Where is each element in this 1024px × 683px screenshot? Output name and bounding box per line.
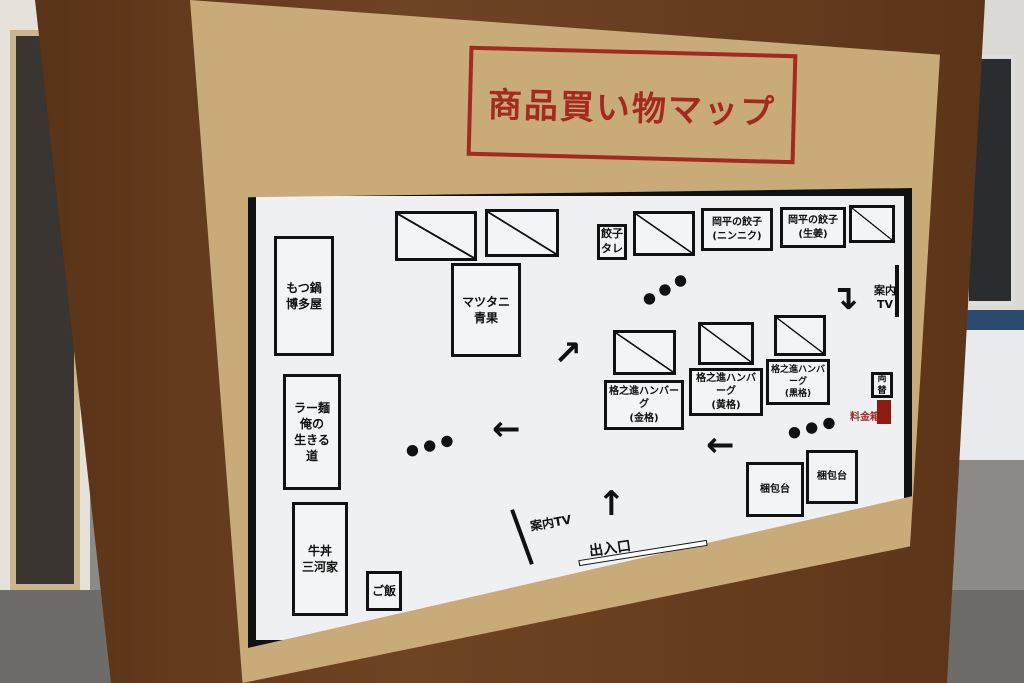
- empty-stall: [485, 209, 559, 257]
- cash-box: [877, 400, 891, 424]
- sign-title: 商品買い物マップ: [487, 84, 777, 133]
- arrow-left-icon: ←: [706, 425, 735, 465]
- freezer-case: [955, 310, 1024, 460]
- packing-table: 梱包台: [746, 462, 804, 517]
- shop-motsunabe: もつ鍋 博多屋: [274, 236, 334, 356]
- shop-gyoza-sauce: 餃子 タレ: [597, 224, 627, 260]
- shop-matsutani: マツタニ 青果: [451, 263, 521, 357]
- packing-table: 梱包台: [806, 450, 858, 504]
- empty-stall: [633, 211, 695, 256]
- shop-hamburg-yellow: 格之進ハンバーグ (黄格): [689, 368, 763, 416]
- empty-stall: [698, 322, 754, 365]
- money-exchange: 両替: [871, 372, 893, 398]
- info-tv-label: 案内 TV: [874, 284, 896, 311]
- empty-stall: [849, 205, 895, 243]
- shop-gyudon: 牛丼 三河家: [292, 502, 348, 616]
- arrow-left-icon: ←: [492, 409, 521, 449]
- sign-title-box: 商品買い物マップ: [466, 45, 798, 165]
- shop-hamburg-black: 格之進ハンバーグ (黒格): [766, 359, 830, 405]
- shop-gyoza-garlic: 岡平の餃子 (ニンニク): [701, 208, 773, 251]
- cash-box-label: 料金箱: [850, 412, 880, 423]
- empty-stall: [395, 211, 477, 261]
- arrow-up-icon: ↑: [597, 484, 626, 524]
- empty-stall: [774, 315, 826, 356]
- info-tv-marker: [895, 265, 899, 317]
- empty-stall: [613, 330, 676, 375]
- shop-rice: ご飯: [366, 571, 402, 611]
- shop-gyoza-ginger: 岡平の餃子 (生姜): [780, 207, 846, 248]
- shop-hamburg-gold: 格之進ハンバーグ (金格): [604, 380, 684, 430]
- shop-ramen: ラー麺 俺の 生きる 道: [283, 374, 341, 490]
- arrow-turn-down-icon: ↴: [830, 278, 859, 318]
